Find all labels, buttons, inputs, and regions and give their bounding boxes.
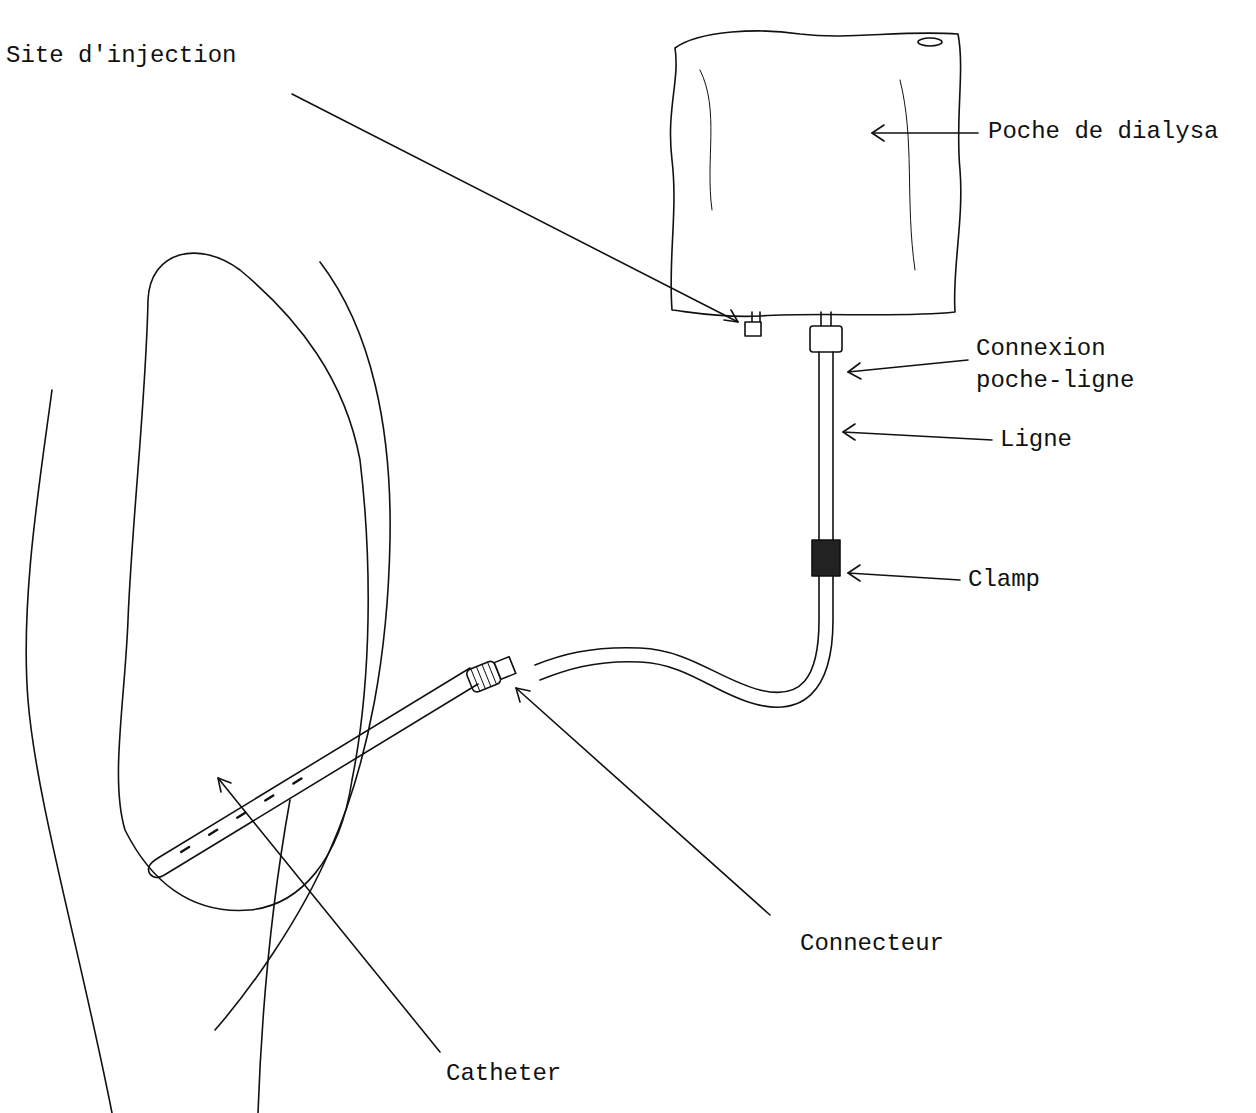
part-label: Connecteur bbox=[800, 928, 944, 960]
part-label: Ligne bbox=[1000, 424, 1072, 456]
catheter-holes bbox=[181, 779, 301, 852]
leader-line bbox=[848, 360, 968, 372]
catheter bbox=[148, 668, 478, 877]
leader-line bbox=[218, 778, 231, 792]
leader-line bbox=[843, 424, 855, 440]
part-label: Catheter bbox=[446, 1058, 561, 1090]
leader-line bbox=[218, 778, 440, 1052]
part-label: Site d'injection bbox=[6, 40, 236, 72]
leader-line bbox=[724, 310, 738, 322]
connector bbox=[494, 657, 516, 680]
dialysate-bag bbox=[670, 31, 960, 316]
bag-hanger-hole bbox=[918, 38, 942, 46]
leader-line bbox=[292, 94, 738, 322]
bag-fold bbox=[700, 70, 915, 270]
tubing bbox=[535, 352, 819, 692]
leader-line bbox=[872, 125, 884, 141]
bag-line-connection bbox=[810, 326, 842, 352]
injection-port-stem bbox=[752, 312, 760, 322]
body-outline bbox=[26, 390, 112, 1113]
leader-line bbox=[843, 432, 992, 440]
leader-line bbox=[848, 363, 861, 379]
leader-line bbox=[848, 573, 960, 580]
part-label: Connexion poche-ligne bbox=[976, 333, 1176, 397]
leader-line bbox=[872, 132, 978, 134]
body-outline bbox=[215, 262, 390, 1030]
peritoneal-cavity bbox=[118, 253, 368, 910]
part-label: Poche de dialysa bbox=[988, 116, 1218, 148]
leader-line bbox=[516, 688, 530, 702]
clamp bbox=[812, 540, 840, 576]
leader-line bbox=[848, 565, 860, 581]
leader-line bbox=[516, 688, 770, 915]
leader-lines bbox=[218, 94, 992, 1052]
part-label: Clamp bbox=[968, 564, 1040, 596]
injection-site bbox=[745, 322, 761, 336]
tubing bbox=[540, 352, 833, 707]
bag-outlet bbox=[821, 312, 831, 326]
